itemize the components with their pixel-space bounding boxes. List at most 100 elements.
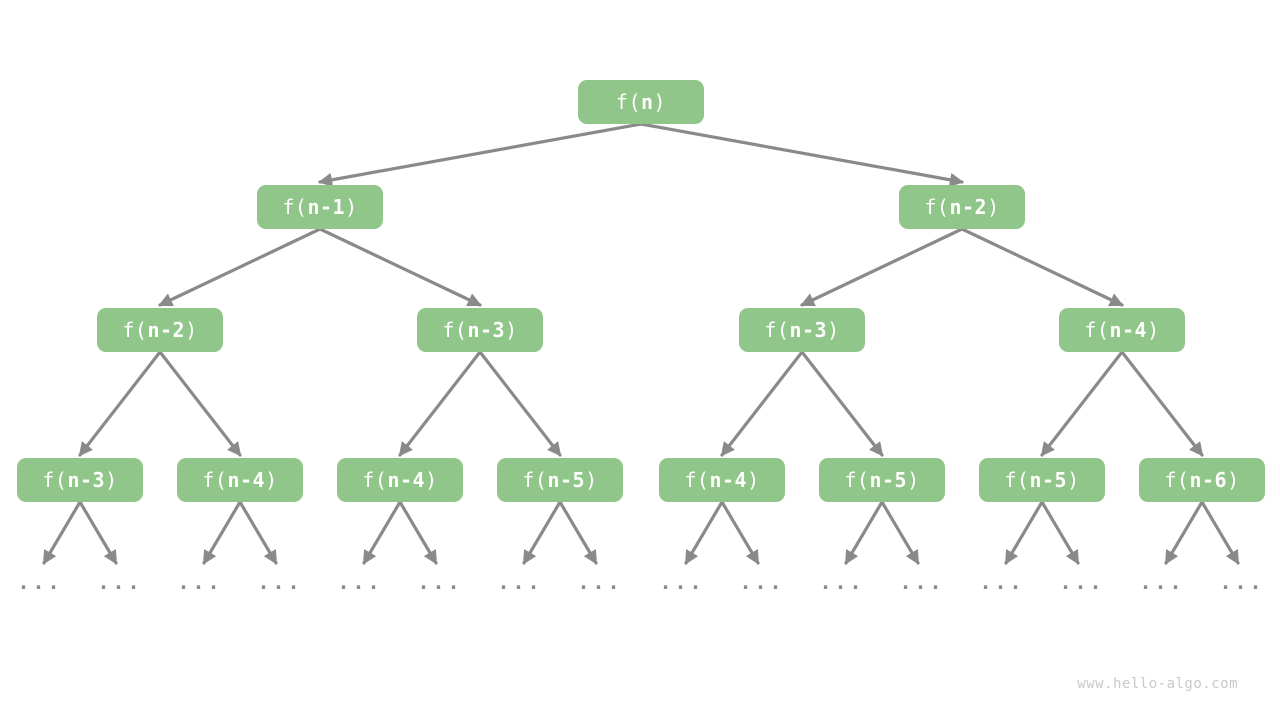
tree-edge-arrow <box>362 500 402 565</box>
node-label-variable: n-5 <box>547 468 586 492</box>
tree-edge-arrow <box>318 227 482 307</box>
node-label-variable: n-4 <box>709 468 748 492</box>
node-label-prefix: f( <box>202 468 228 492</box>
tree-edge-arrow <box>318 122 643 187</box>
node-label-variable: n-1 <box>307 195 346 219</box>
tree-node: f(n-3) <box>17 458 143 502</box>
tree-node: f(n-2) <box>899 185 1025 229</box>
node-label-variable: n-3 <box>789 318 828 342</box>
node-label-suffix: ) <box>987 195 1000 219</box>
node-label-prefix: f( <box>42 468 68 492</box>
node-label-prefix: f( <box>282 195 308 219</box>
tree-edge-arrow <box>398 350 482 457</box>
ellipsis-leaf: ... <box>739 570 785 594</box>
node-label-variable: n-5 <box>1029 468 1068 492</box>
tree-edge-arrow <box>800 227 964 307</box>
tree-edge-arrow <box>639 122 964 187</box>
tree-node: f(n-4) <box>1059 308 1185 352</box>
tree-edge-arrow <box>478 350 562 457</box>
tree-edge-arrow <box>720 350 804 457</box>
tree-node: f(n-4) <box>337 458 463 502</box>
node-label-suffix: ) <box>185 318 198 342</box>
node-label-variable: n-2 <box>147 318 186 342</box>
tree-edge-arrow <box>684 500 724 565</box>
tree-edge-arrow <box>880 500 920 565</box>
tree-edge-arrow <box>202 500 242 565</box>
node-label-variable: n-4 <box>227 468 266 492</box>
node-label-suffix: ) <box>1227 468 1240 492</box>
tree-node: f(n) <box>578 80 704 124</box>
watermark: www.hello-algo.com <box>1077 676 1238 692</box>
node-label-prefix: f( <box>362 468 388 492</box>
tree-edge-arrow <box>844 500 884 565</box>
tree-node: f(n-3) <box>417 308 543 352</box>
node-label-suffix: ) <box>505 318 518 342</box>
ellipsis-leaf: ... <box>417 570 463 594</box>
tree-edge-arrow <box>398 500 438 565</box>
node-label-prefix: f( <box>522 468 548 492</box>
tree-edge-arrow <box>558 500 598 565</box>
tree-node: f(n-4) <box>659 458 785 502</box>
ellipsis-leaf: ... <box>177 570 223 594</box>
node-label-variable: n-4 <box>387 468 426 492</box>
node-label-prefix: f( <box>684 468 710 492</box>
node-label-suffix: ) <box>907 468 920 492</box>
ellipsis-leaf: ... <box>577 570 623 594</box>
node-label-suffix: ) <box>265 468 278 492</box>
tree-edge-arrow <box>960 227 1124 307</box>
node-label-suffix: ) <box>585 468 598 492</box>
tree-node: f(n-5) <box>819 458 945 502</box>
tree-edge-arrow <box>78 500 118 565</box>
tree-edge-arrow <box>158 227 322 307</box>
node-label-variable: n-5 <box>869 468 908 492</box>
node-label-suffix: ) <box>653 90 667 114</box>
tree-edge-arrow <box>800 350 884 457</box>
node-label-prefix: f( <box>844 468 870 492</box>
tree-edge-arrow <box>522 500 562 565</box>
node-label-suffix: ) <box>425 468 438 492</box>
ellipsis-leaf: ... <box>1059 570 1105 594</box>
ellipsis-leaf: ... <box>1139 570 1185 594</box>
tree-node: f(n-2) <box>97 308 223 352</box>
tree-node: f(n-5) <box>497 458 623 502</box>
tree-edge-arrow <box>1164 500 1204 565</box>
edge-group <box>42 122 1240 565</box>
node-label-suffix: ) <box>1147 318 1160 342</box>
tree-edge-arrow <box>238 500 278 565</box>
node-label-suffix: ) <box>747 468 760 492</box>
node-label-variable: n-6 <box>1189 468 1228 492</box>
node-label-prefix: f( <box>764 318 790 342</box>
tree-edge-arrow <box>1200 500 1240 565</box>
tree-edge-arrow <box>42 500 82 565</box>
node-label-suffix: ) <box>1067 468 1080 492</box>
tree-edge-arrow <box>1040 500 1080 565</box>
tree-node: f(n-1) <box>257 185 383 229</box>
node-label-prefix: f( <box>1004 468 1030 492</box>
node-label-suffix: ) <box>827 318 840 342</box>
node-label-suffix: ) <box>105 468 118 492</box>
ellipsis-leaf: ... <box>497 570 543 594</box>
ellipsis-leaf: ... <box>659 570 705 594</box>
ellipsis-leaf: ... <box>979 570 1025 594</box>
ellipsis-leaf: ... <box>1219 570 1265 594</box>
ellipsis-leaf: ... <box>819 570 865 594</box>
node-label-prefix: f( <box>122 318 148 342</box>
node-label-prefix: f( <box>442 318 468 342</box>
node-label-suffix: ) <box>345 195 358 219</box>
tree-node: f(n-6) <box>1139 458 1265 502</box>
node-label-prefix: f( <box>1084 318 1110 342</box>
node-label-prefix: f( <box>615 90 641 114</box>
ellipsis-leaf: ... <box>337 570 383 594</box>
tree-node: f(n-5) <box>979 458 1105 502</box>
tree-edge-arrow <box>158 350 242 457</box>
node-label-prefix: f( <box>924 195 950 219</box>
node-label-variable: n-3 <box>67 468 106 492</box>
node-label-variable: n-2 <box>949 195 988 219</box>
tree-edge-arrow <box>78 350 162 457</box>
node-label-variable: n-4 <box>1109 318 1148 342</box>
tree-edge-arrow <box>1004 500 1044 565</box>
tree-node: f(n-4) <box>177 458 303 502</box>
tree-node: f(n-3) <box>739 308 865 352</box>
ellipsis-leaf: ... <box>97 570 143 594</box>
